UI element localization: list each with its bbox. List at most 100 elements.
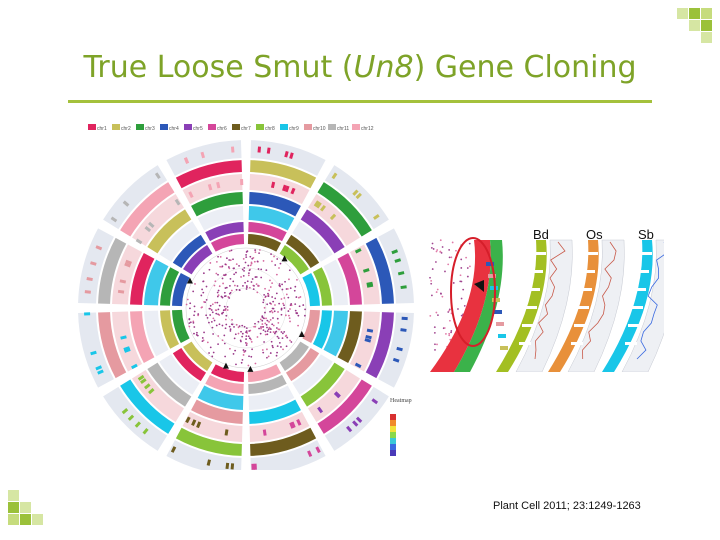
scatter-dot	[241, 268, 244, 271]
scatter-dot	[286, 336, 289, 339]
zoom-band-mark	[500, 346, 508, 350]
ring-tick	[119, 279, 127, 284]
label-bd: Bd	[533, 227, 549, 242]
ring-0-segment-6	[166, 440, 242, 476]
zoom-scatter-dot	[452, 282, 455, 284]
scatter-dot	[283, 297, 286, 299]
scatter-dot	[262, 325, 265, 328]
title-prefix: True Loose Smut (	[83, 50, 354, 85]
scatter-dot	[270, 253, 272, 256]
scatter-dot	[230, 289, 233, 292]
scatter-dot	[209, 262, 212, 264]
ring-tick	[319, 204, 327, 212]
scatter-dot	[228, 325, 231, 328]
ring-1-segment-3	[365, 312, 394, 379]
scatter-dot	[266, 326, 268, 329]
ring-tick	[207, 183, 213, 191]
scatter-dot	[296, 278, 298, 281]
zoom-scatter-dot	[460, 314, 463, 317]
heatmap-scale: Heatmap	[390, 398, 412, 456]
scatter-dot	[265, 317, 267, 320]
ring-1-segment-11	[175, 160, 242, 189]
heatmap-color-step	[390, 432, 396, 438]
zoom-scatter-dot	[437, 314, 439, 316]
ring-3-segment-4	[300, 362, 345, 407]
scatter-dot	[245, 342, 248, 345]
scatter-dot	[206, 316, 209, 319]
scatter-dot	[276, 335, 279, 338]
scatter-dot	[253, 284, 255, 287]
scatter-dot	[215, 261, 218, 263]
scatter-dot	[219, 255, 222, 258]
zoom-arc-mark	[528, 288, 540, 291]
scatter-dot	[193, 305, 196, 308]
ring-5-segment-6	[205, 374, 244, 394]
ring-3-segment-1	[300, 209, 345, 254]
scatter-dot	[288, 314, 290, 317]
scatter-dot	[261, 315, 264, 318]
scatter-dot	[238, 289, 241, 291]
scatter-dot	[209, 346, 212, 349]
legend-swatch-chr9	[280, 124, 288, 130]
zoom-scatter-dot	[431, 268, 434, 270]
zoom-arc-mark	[634, 288, 646, 291]
ring-6-segment-8	[172, 309, 190, 344]
ring-4-segment-5	[248, 385, 295, 410]
scatter-dot	[275, 354, 278, 357]
marker-triangle	[281, 255, 288, 262]
ring-tick	[401, 316, 408, 321]
ring-4-segment-3	[323, 310, 348, 357]
scatter-dot	[201, 288, 204, 291]
ring-tick	[196, 421, 202, 429]
legend-label-chr3: chr3	[145, 126, 155, 132]
scatter-dot	[270, 310, 273, 312]
scatter-dot	[189, 302, 192, 305]
ring-tick	[334, 391, 341, 398]
scatter-dot	[298, 305, 301, 308]
ring-tick	[365, 334, 372, 340]
legend-label-chr6: chr6	[217, 126, 227, 132]
ring-tick	[364, 338, 372, 343]
scatter-dot	[222, 309, 225, 312]
ring-4-segment-7	[159, 354, 200, 395]
scatter-dot	[224, 273, 227, 276]
scatter-dot	[284, 335, 287, 338]
ring-tick	[121, 408, 129, 415]
zoom-scatter-dot	[433, 326, 436, 329]
ring-tick	[352, 420, 359, 427]
ring-2-segment-8	[112, 311, 143, 372]
ring-tick	[148, 388, 155, 395]
ring-5-segment-8	[160, 310, 180, 349]
scatter-dot	[205, 298, 208, 301]
inner-circle	[185, 247, 307, 369]
ring-tick	[373, 213, 380, 220]
zoom-scatter-dot	[466, 275, 469, 278]
scatter-dot	[193, 314, 195, 317]
scatter-dot	[203, 301, 205, 303]
scatter-dot	[260, 268, 263, 271]
scatter-dot	[232, 258, 234, 261]
scatter-dot	[221, 339, 224, 342]
scatter-dot	[288, 317, 291, 320]
scatter-dot	[241, 332, 244, 335]
scatter-dot	[253, 260, 256, 263]
scatter-dot	[230, 323, 233, 326]
scatter-dot	[254, 249, 257, 251]
scatter-dot	[261, 319, 264, 322]
scatter-dot	[280, 298, 283, 300]
scatter-dot	[294, 303, 297, 306]
scatter-dot	[272, 317, 274, 319]
scatter-dot	[215, 272, 218, 275]
scatter-dot	[242, 349, 245, 351]
scatter-dot	[210, 321, 213, 323]
scatter-dot	[255, 283, 258, 286]
zoom-scatter-dot	[434, 349, 436, 351]
scatter-dot	[202, 280, 205, 283]
ring-tick	[400, 285, 407, 290]
scatter-dot	[200, 294, 203, 297]
scatter-dot	[218, 304, 221, 307]
scatter-dot	[215, 324, 218, 327]
zoom-scatter-dot	[436, 343, 438, 346]
ring-2-segment-7	[132, 370, 184, 422]
